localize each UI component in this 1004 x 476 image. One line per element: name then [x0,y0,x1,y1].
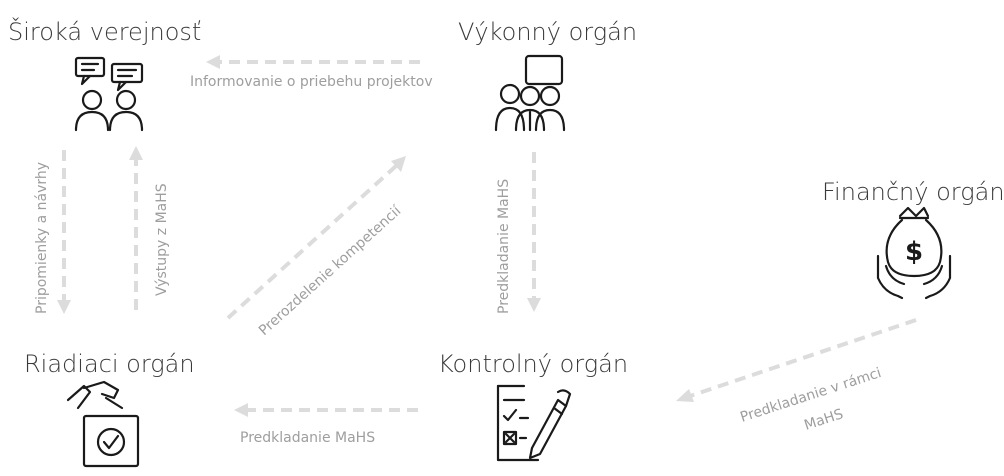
flow-label-submitting-vertical: Predkladanie MaHS [496,179,512,314]
flow-label-submitting-horizontal: Predkladanie MaHS [240,430,375,446]
flow-label-submitting-framework-line2: MaHS [802,406,845,434]
flow-arrow-redistribution [226,156,406,320]
hand-voting-box-icon [66,380,140,468]
flow-label-comments: Pripomienky a návrhy [34,162,50,314]
node-title-executive: Výkonný orgán [458,18,637,46]
flow-arrow-informing [206,55,420,69]
flow-arrow-comments [57,150,71,314]
checklist-pen-icon [496,384,572,462]
svg-text:$: $ [905,237,923,267]
flow-arrow-outputs [129,146,143,310]
money-bag-hands-icon: $ [876,206,952,300]
flow-arrow-submitting-horizontal [234,403,418,417]
flow-label-informing: Informovanie o priebehu projektov [190,74,433,90]
flow-arrow-submitting-framework [676,318,917,402]
node-title-public: Široká verejnosť [8,16,201,46]
node-title-financial: Finančný orgán [822,178,1004,206]
node-title-control: Kontrolný orgán [438,350,628,378]
group-meeting-icon [494,54,566,132]
flow-label-outputs: Výstupy z MaHS [154,183,170,296]
flow-label-redistribution: Prerozdelenie kompetencií [256,202,405,339]
flow-arrow-submitting-vertical [527,152,541,312]
people-speech-bubbles-icon [74,56,144,132]
node-title-managing: Riadiaci orgán [24,350,195,378]
